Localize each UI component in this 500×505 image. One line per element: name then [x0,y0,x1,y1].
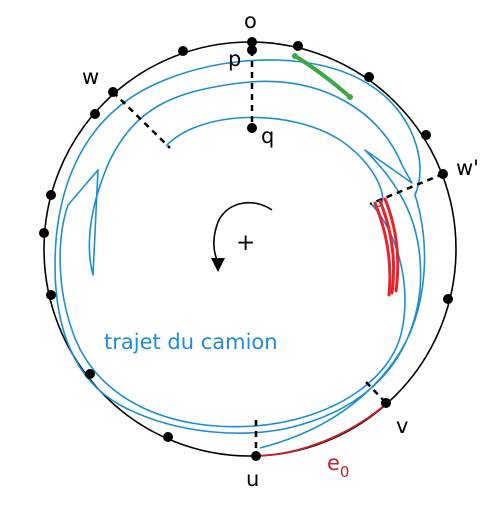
dash-w-prime [369,172,444,206]
red-segment-2 [378,199,396,295]
dot [438,169,448,179]
red-segment [373,201,392,297]
rotation-arrow [213,202,273,263]
label-e0-sub: 0 [340,463,350,481]
dot [163,432,173,442]
dot [293,41,303,51]
dot [247,45,257,55]
dot [39,228,49,238]
red-segment-3 [383,197,400,293]
dot [364,72,374,82]
green-segment [293,54,352,99]
label-p: p [228,47,241,71]
label-q: q [261,124,274,148]
dot [443,294,453,304]
dot [251,451,261,461]
label-e0-base: e [327,451,340,475]
green-end-dot [347,94,353,100]
dot [178,46,188,56]
dot [108,87,118,97]
label-w-prime: w' [456,156,479,180]
dot [247,123,257,133]
dot [247,37,257,47]
center-mark: + [236,230,255,256]
green-start-dot [292,53,298,59]
dot [381,398,391,408]
path-label: trajet du camion [104,330,278,354]
label-e0: e0 [327,451,349,481]
truck-path [54,59,426,449]
label-v: v [396,414,408,438]
dot [421,130,431,140]
label-u: u [246,467,259,491]
e0-arc [255,403,387,457]
label-o: o [244,9,257,33]
dot [85,369,95,379]
rotation-arrowhead [211,258,225,272]
dot [46,290,56,300]
dot [46,190,56,200]
label-w: w [82,65,99,89]
dash-w [112,91,171,149]
dot [90,109,100,119]
circle-dots [39,37,453,461]
